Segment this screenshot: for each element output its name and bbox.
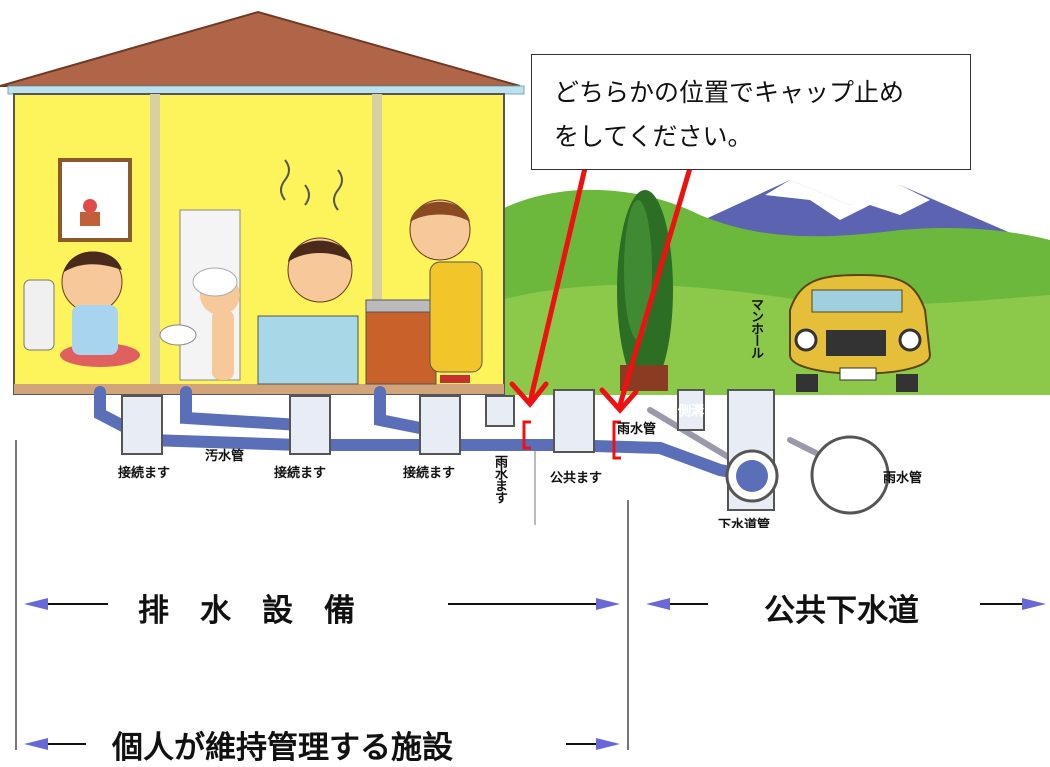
section-public-sewer: 公共下水道: [764, 593, 919, 629]
label-rain-box: 雨水ます: [492, 455, 507, 503]
instruction-callout: どちらかの位置でキャップ止め をしてください。: [531, 54, 971, 170]
label-connect-box-1: 接続ます: [118, 466, 171, 481]
section-dividers: [15, 440, 629, 750]
section-arrows: [24, 598, 1046, 750]
callout-arrows: [509, 165, 693, 414]
label-manhole: マンホール: [748, 298, 763, 358]
label-connect-box-3: 接続ます: [403, 466, 456, 481]
label-sewage-pipe: 汚水管: [205, 449, 245, 464]
callout-line-1: どちらかの位置でキャップ止め: [554, 78, 905, 107]
house: [0, 10, 525, 395]
label-sewer-pipe: 下水道管: [718, 518, 771, 528]
cap-position-markers: [522, 420, 621, 460]
callout-line-2: をしてください。: [554, 122, 753, 151]
label-rain-pipe-left: 雨水管: [617, 422, 657, 437]
label-connect-box-2: 接続ます: [274, 466, 327, 481]
label-side-ditch: 側溝: [678, 404, 705, 419]
label-public-box: 公共ます: [550, 471, 603, 486]
label-rain-pipe-right: 雨水管: [883, 471, 923, 486]
section-private-maintenance: 個人が維持管理する施設: [112, 730, 453, 766]
car: [789, 273, 932, 392]
tree: [617, 190, 673, 391]
manhole-pipes: [725, 435, 890, 515]
section-drainage-equipment: 排 水 設 備: [138, 593, 355, 629]
